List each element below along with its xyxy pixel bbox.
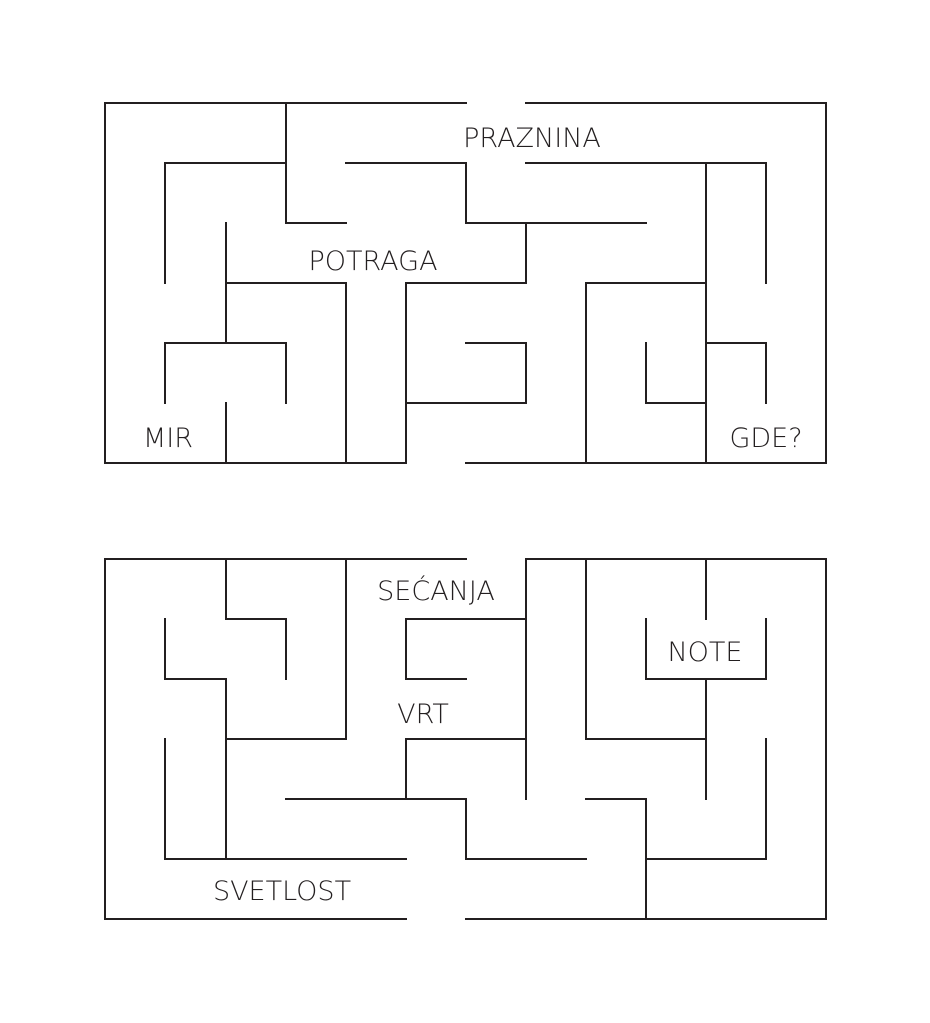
maze-wall <box>405 618 527 680</box>
maze-wall <box>285 798 587 860</box>
maze-wall <box>164 738 407 860</box>
maze-wall <box>585 282 707 464</box>
label-praznina: PRAZNINA <box>463 123 601 154</box>
maze-wall <box>104 558 467 920</box>
maze-wall <box>645 738 767 860</box>
maze-wall <box>645 342 707 404</box>
maze-wall <box>585 798 647 920</box>
maze-wall <box>164 342 287 404</box>
maze-wall <box>164 162 287 284</box>
maze-wall <box>525 162 767 284</box>
maze-wall <box>405 222 527 464</box>
maze-wall <box>225 558 287 680</box>
maze-wall <box>705 342 767 404</box>
label-mir: MIR <box>143 423 193 454</box>
maze-wall <box>585 558 707 740</box>
maze-wall <box>405 738 527 800</box>
label-svetlost: SVETLOST <box>213 876 351 907</box>
maze-bottom: SEĆANJA NOTE VRT SVETLOST <box>104 558 827 920</box>
label-secanja: SEĆANJA <box>377 575 495 607</box>
maze-wall <box>225 282 347 464</box>
maze-wall <box>164 618 227 860</box>
maze-wall <box>345 162 647 224</box>
maze-wall <box>225 558 347 740</box>
maze-wall <box>465 102 827 464</box>
maze-top: PRAZNINA POTRAGA MIR GDE? <box>104 102 827 464</box>
label-note: NOTE <box>667 637 742 668</box>
label-gde: GDE? <box>729 423 802 454</box>
label-vrt: VRT <box>397 699 449 730</box>
maze-wall <box>405 342 527 404</box>
maze-wall <box>285 102 347 224</box>
label-potraga: POTRAGA <box>308 246 437 277</box>
